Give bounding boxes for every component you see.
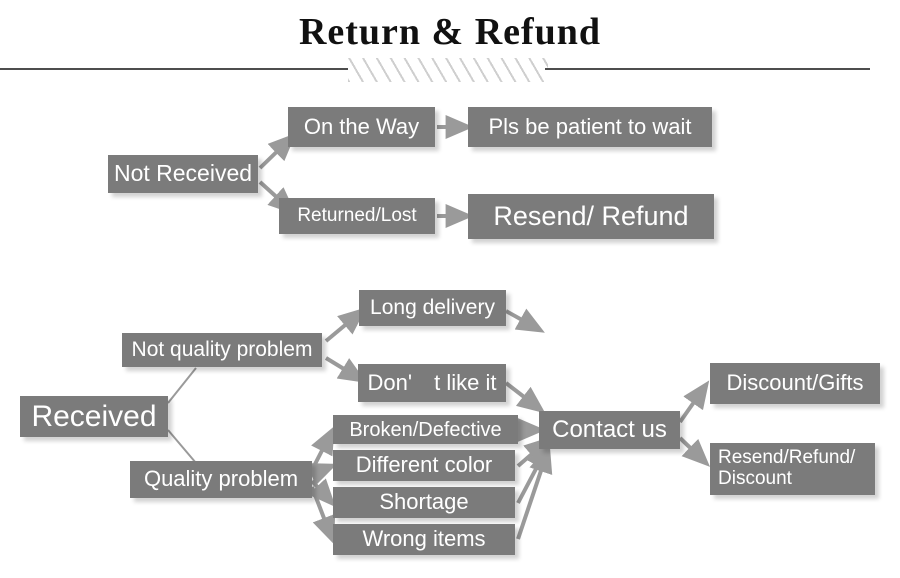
node-not-quality-problem[interactable]: Not quality problem <box>122 333 322 367</box>
node-resend-refund[interactable]: Resend/ Refund <box>468 194 714 239</box>
node-different-color[interactable]: Different color <box>333 450 515 481</box>
node-label: Long delivery <box>370 296 495 320</box>
node-label: Discount/Gifts <box>726 370 864 396</box>
node-label: Received <box>31 400 157 433</box>
node-pls-be-patient[interactable]: Pls be patient to wait <box>468 107 712 147</box>
node-label: Contact us <box>552 415 667 443</box>
node-long-delivery[interactable]: Long delivery <box>359 290 506 326</box>
node-quality-problem[interactable]: Quality problem <box>130 461 312 498</box>
node-label-line2: Discount <box>718 468 792 489</box>
node-wrong-items[interactable]: Wrong items <box>333 524 515 555</box>
node-label: Returned/Lost <box>297 204 417 226</box>
node-label: Quality problem <box>143 466 299 492</box>
node-label: Shortage <box>379 489 469 515</box>
node-label-block: Resend/Refund/ Discount <box>718 447 856 490</box>
node-label-line1: Resend/Refund/ <box>718 447 856 469</box>
node-label: Wrong items <box>362 526 486 552</box>
node-label: Not quality problem <box>131 338 313 362</box>
diagonal-hatch-divider-icon <box>348 58 548 82</box>
node-label: Different color <box>355 452 493 478</box>
node-contact-us[interactable]: Contact us <box>539 411 680 449</box>
page-title: Return & Refund <box>298 11 602 53</box>
node-label: On the Way <box>303 113 420 139</box>
node-label: Resend/ Refund <box>493 200 689 231</box>
node-received[interactable]: Received <box>20 396 168 437</box>
node-label: Pls be patient to wait <box>488 113 692 139</box>
node-label: Not Received <box>113 160 253 187</box>
node-not-received[interactable]: Not Received <box>108 155 258 193</box>
divider-line-right <box>545 68 870 70</box>
node-label: Broken/Defective <box>349 418 502 441</box>
node-label: Don' t like it <box>367 369 497 395</box>
divider-line-left <box>0 68 350 70</box>
node-dont-like-it[interactable]: Don' t like it <box>358 364 506 402</box>
node-broken-defective[interactable]: Broken/Defective <box>333 415 518 444</box>
node-on-the-way[interactable]: On the Way <box>288 107 435 147</box>
node-discount-gifts[interactable]: Discount/Gifts <box>710 363 880 404</box>
node-returned-lost[interactable]: Returned/Lost <box>279 198 435 234</box>
node-resend-refund-discount[interactable]: Resend/Refund/ Discount <box>710 443 875 495</box>
node-shortage[interactable]: Shortage <box>333 487 515 518</box>
